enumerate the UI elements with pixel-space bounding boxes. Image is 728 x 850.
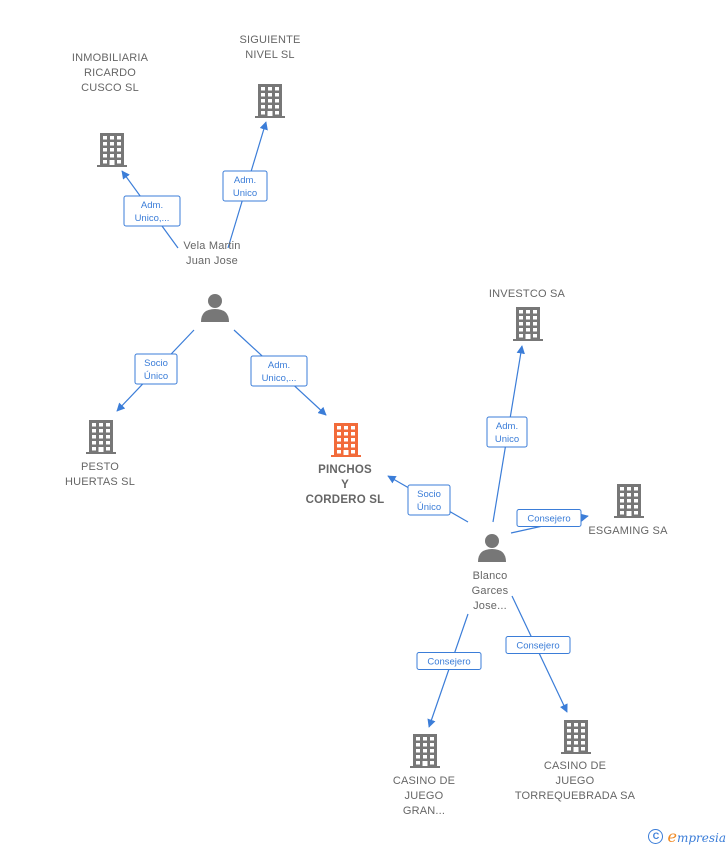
- edge-label-box[interactable]: [134, 353, 178, 385]
- edge-label-box[interactable]: [222, 170, 268, 202]
- edge-label-box[interactable]: [407, 484, 451, 516]
- node-label: CASINO DE: [393, 775, 455, 787]
- node-label: CUSCO SL: [81, 82, 139, 94]
- company-node-pinchos[interactable]: PINCHOS Y CORDERO SL: [306, 423, 385, 506]
- edge-label-box[interactable]: [250, 355, 308, 387]
- building-icon: [86, 420, 116, 454]
- node-label: Y: [341, 479, 349, 491]
- edge-label-text: Unico: [495, 434, 519, 445]
- company-node-pesto[interactable]: PESTO HUERTAS SL: [65, 420, 135, 488]
- node-label: HUERTAS SL: [65, 476, 135, 488]
- edge-label-box[interactable]: [416, 652, 482, 670]
- edge-label-text: Adm.: [268, 360, 290, 371]
- edge-label-text: Unico,...: [262, 373, 297, 384]
- edge-arrow: [427, 613, 469, 728]
- edge-blanco-to-investco: Adm. Unico: [486, 345, 528, 523]
- company-node-inmobiliaria[interactable]: INMOBILIARIA RICARDO CUSCO SL: [72, 52, 149, 167]
- node-label: INMOBILIARIA: [72, 52, 149, 64]
- building-icon: [331, 423, 361, 457]
- edge-vela-to-inmobiliaria: Adm. Unico,...: [121, 170, 181, 249]
- company-node-siguiente[interactable]: SIGUIENTE NIVEL SL: [239, 34, 300, 118]
- node-label: Vela Martin: [183, 240, 240, 252]
- company-node-esgaming[interactable]: ESGAMING SA: [588, 484, 668, 537]
- node-label: Jose...: [473, 600, 507, 612]
- building-icon: [255, 84, 285, 118]
- node-label: ESGAMING SA: [588, 525, 668, 537]
- company-node-casino_gran[interactable]: CASINO DE JUEGO GRAN...: [393, 734, 455, 817]
- node-label: INVESTCO SA: [489, 288, 566, 300]
- edge-label-box[interactable]: [516, 509, 582, 527]
- copyright-icon: C: [648, 829, 664, 844]
- company-node-casino_torre[interactable]: CASINO DE JUEGO TORREQUEBRADA SA: [515, 720, 636, 802]
- company-node-investco[interactable]: INVESTCO SA: [489, 288, 566, 341]
- node-label: JUEGO: [405, 790, 444, 802]
- edge-label-text: Adm.: [141, 200, 163, 211]
- node-label: TORREQUEBRADA SA: [515, 790, 636, 802]
- edge-label-text: Socio: [144, 358, 168, 369]
- building-icon: [561, 720, 591, 754]
- edge-label-box[interactable]: [486, 416, 528, 448]
- node-label: SIGUIENTE: [239, 34, 300, 46]
- edge-label-box[interactable]: [123, 195, 181, 227]
- edge-label-box[interactable]: [505, 636, 571, 654]
- node-label: PINCHOS: [318, 464, 372, 476]
- building-icon: [410, 734, 440, 768]
- edge-label-text: Unico,...: [135, 213, 170, 224]
- node-label: CORDERO SL: [306, 494, 385, 506]
- edge-label-text: Único: [417, 502, 441, 513]
- edge-blanco-to-casino_gran: Consejero: [416, 613, 482, 728]
- person-node-blanco[interactable]: BlancoGarcesJose...: [472, 534, 509, 612]
- node-label: PESTO: [81, 461, 119, 473]
- node-label: GRAN...: [403, 805, 445, 817]
- node-label: CASINO DE: [544, 760, 606, 772]
- edge-label-text: Consejero: [527, 514, 570, 525]
- node-label: Blanco: [473, 570, 508, 582]
- node-label: Garces: [472, 585, 509, 597]
- edge-label-text: Consejero: [427, 657, 470, 668]
- person-icon: [478, 534, 506, 562]
- edge-label-text: Adm.: [496, 421, 518, 432]
- edge-label-text: Socio: [417, 489, 441, 500]
- building-icon: [513, 307, 543, 341]
- edge-label-text: Consejero: [516, 641, 559, 652]
- edge-blanco-to-casino_torre: Consejero: [505, 595, 571, 713]
- edge-blanco-to-esgaming: Consejero: [510, 509, 589, 534]
- building-icon: [97, 133, 127, 167]
- node-label: Juan Jose: [186, 255, 238, 267]
- node-label: JUEGO: [556, 775, 595, 787]
- edge-label-text: Único: [144, 371, 168, 382]
- edge-vela-to-pinchos: Adm. Unico,...: [233, 329, 327, 416]
- person-icon: [201, 294, 229, 322]
- edge-label-text: Unico: [233, 188, 257, 199]
- node-label: RICARDO: [84, 67, 136, 79]
- building-icon: [614, 484, 644, 518]
- brand-logo: empresia: [667, 827, 726, 846]
- edge-vela-to-siguiente: Adm. Unico: [222, 121, 268, 249]
- node-label: NIVEL SL: [245, 49, 295, 61]
- footer-brand: C empresia: [648, 827, 726, 846]
- edge-label-text: Adm.: [234, 175, 256, 186]
